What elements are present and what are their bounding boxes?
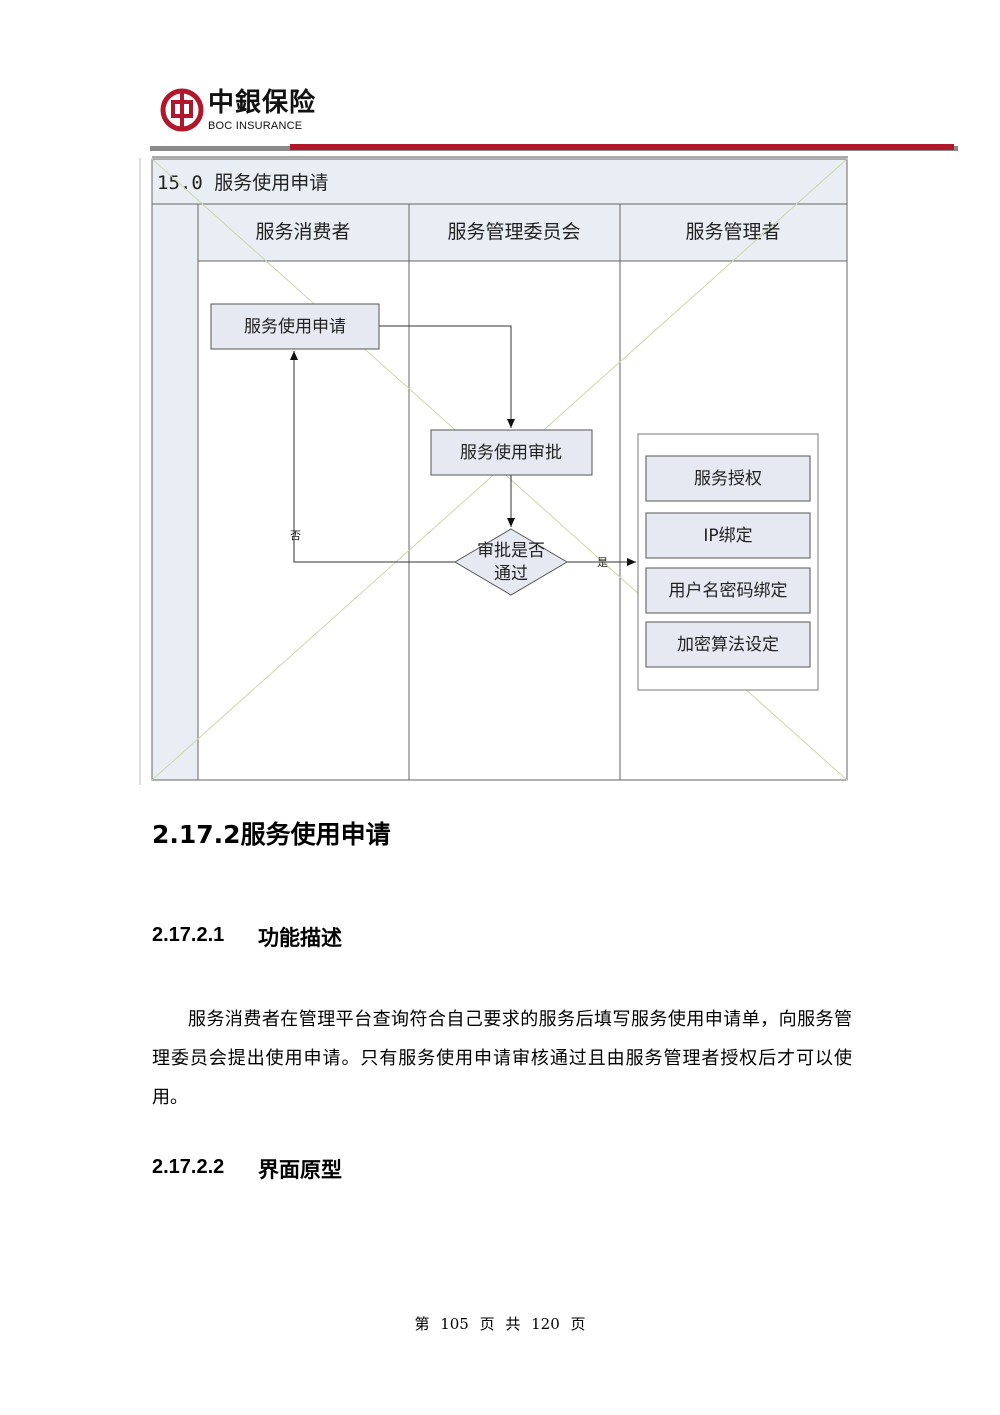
swimlane-diagram: 15.0 服务使用申请 服务消费者 服务管理委员会 服务管理者 服务使用申请 服…	[139, 156, 848, 785]
left-pool-band	[151, 203, 199, 781]
admin-step-label-2: IP绑定	[703, 526, 752, 546]
decision-diamond	[454, 528, 568, 596]
subsection-2-title: 界面原型	[258, 1158, 342, 1182]
apply-box	[210, 303, 380, 350]
lane-title-consumer: 服务消费者	[255, 221, 350, 243]
subsection-1-number: 2.17.2.1	[152, 924, 225, 946]
no-label: 否	[290, 529, 301, 542]
lane-title-committee: 服务管理委员会	[447, 221, 580, 243]
arrow-no-to-apply	[290, 351, 455, 563]
review-box-label: 服务使用审批	[460, 442, 562, 463]
review-box	[430, 429, 593, 476]
header-rule-red	[290, 144, 954, 150]
lane-header-committee	[408, 203, 621, 262]
decision-label-line1: 审批是否	[477, 541, 545, 561]
subsection-2-number: 2.17.2.2	[152, 1156, 225, 1178]
diagram-title-bar	[151, 158, 848, 205]
lane-header-admin	[619, 203, 848, 262]
admin-step-box-2	[645, 512, 811, 559]
yes-label: 是	[597, 556, 608, 569]
arrow-apply-to-review	[379, 325, 515, 428]
boc-logo-icon	[160, 88, 204, 132]
admin-step-box-4	[645, 621, 811, 668]
decision-label-line2: 通过	[494, 564, 528, 584]
section-heading: 2.17.2服务使用申请	[152, 820, 391, 849]
admin-step-label-4: 加密算法设定	[677, 635, 779, 655]
logo-chinese-name: 中銀保险	[208, 88, 317, 118]
admin-step-label-3: 用户名密码绑定	[669, 581, 788, 601]
apply-box-label: 服务使用申请	[244, 316, 346, 337]
page-number-footer: 第 105 页 共 120 页	[414, 1315, 586, 1333]
lane-body-committee	[408, 260, 621, 781]
lane-title-admin: 服务管理者	[685, 221, 780, 243]
admin-step-label-1: 服务授权	[694, 469, 762, 489]
function-description-paragraph: 服务消费者在管理平台查询符合自己要求的服务后填写服务使用申请单，向服务管理委员会…	[152, 1009, 852, 1108]
diagram-title: 15.0 服务使用申请	[157, 172, 328, 194]
admin-step-box-3	[645, 567, 811, 614]
logo-english-name: BOC INSURANCE	[208, 120, 303, 132]
subsection-1-title: 功能描述	[258, 926, 342, 950]
admin-step-box-1	[645, 455, 811, 502]
